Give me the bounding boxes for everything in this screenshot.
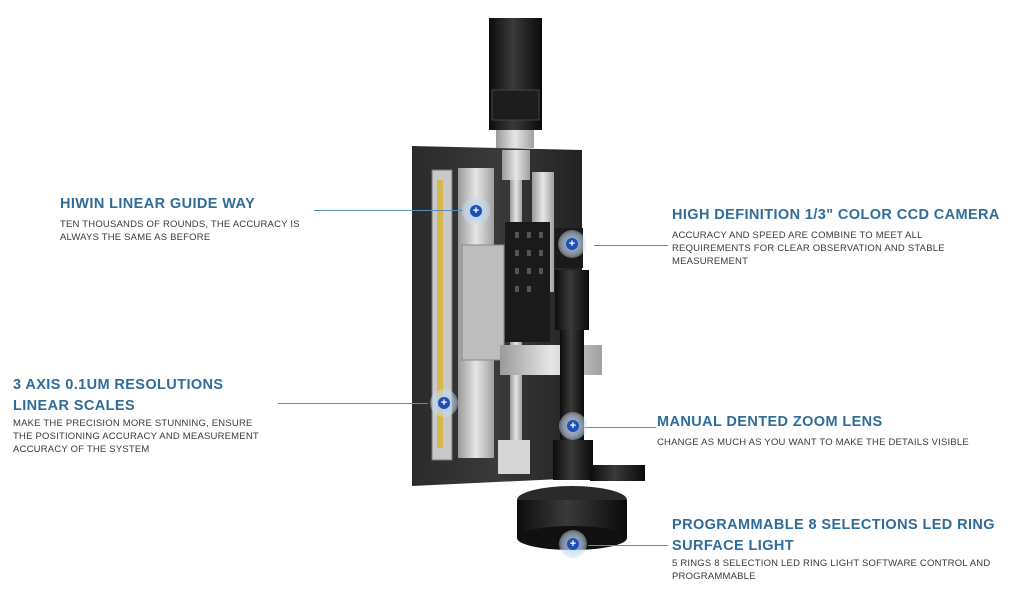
callout-title: MANUAL DENTED ZOOM LENS [657, 414, 883, 430]
plus-icon: + [438, 397, 450, 409]
callout-title-line-1: 3 AXIS 0.1UM RESOLUTIONS [13, 377, 224, 393]
callout-zoom-lens: MANUAL DENTED ZOOM LENS CHANGE AS MUCH A… [657, 412, 997, 449]
leader-line-ring-light [588, 545, 668, 546]
hotspot-ring-light[interactable]: + [559, 530, 587, 558]
callout-title: HIWIN LINEAR GUIDE WAY [60, 196, 256, 212]
plus-icon: + [567, 420, 579, 432]
callout-title-line-1: PROGRAMMABLE 8 SELECTIONS LED RING [672, 517, 995, 533]
leader-line-guide-way [314, 210, 464, 211]
callout-description: MAKE THE PRECISION MORE STUNNING, ENSURE… [13, 418, 259, 455]
callout-ccd-camera: HIGH DEFINITION 1/3" COLOR CCD CAMERA AC… [672, 205, 1000, 268]
plus-icon: + [567, 538, 579, 550]
callout-led-ring-light: PROGRAMMABLE 8 SELECTIONS LED RING SURFA… [672, 515, 1002, 583]
callout-description: ACCURACY AND SPEED ARE COMBINE TO MEET A… [672, 230, 945, 267]
leader-line-linear-scales [278, 403, 428, 404]
callout-description: CHANGE AS MUCH AS YOU WANT TO MAKE THE D… [657, 437, 969, 448]
hotspot-linear-scales[interactable]: + [430, 389, 458, 417]
callout-description: 5 RINGS 8 SELECTION LED RING LIGHT SOFTW… [672, 558, 991, 582]
leader-line-ccd-camera [594, 245, 668, 246]
plus-icon: + [470, 205, 482, 217]
hotspot-zoom-lens[interactable]: + [559, 412, 587, 440]
callout-title: HIGH DEFINITION 1/3" COLOR CCD CAMERA [672, 207, 1000, 223]
plus-icon: + [566, 238, 578, 250]
hotspot-guide-way[interactable]: + [462, 197, 490, 225]
callout-title-line-2: LINEAR SCALES [13, 398, 136, 414]
leader-line-zoom-lens [584, 427, 656, 428]
callout-description: TEN THOUSANDS OF ROUNDS, THE ACCURACY IS… [60, 219, 300, 243]
callout-linear-guide-way: HIWIN LINEAR GUIDE WAY TEN THOUSANDS OF … [60, 194, 310, 244]
hotspot-ccd-camera[interactable]: + [558, 230, 586, 258]
callout-linear-scales: 3 AXIS 0.1UM RESOLUTIONS LINEAR SCALES M… [13, 375, 268, 456]
callout-title-line-2: SURFACE LIGHT [672, 538, 795, 554]
